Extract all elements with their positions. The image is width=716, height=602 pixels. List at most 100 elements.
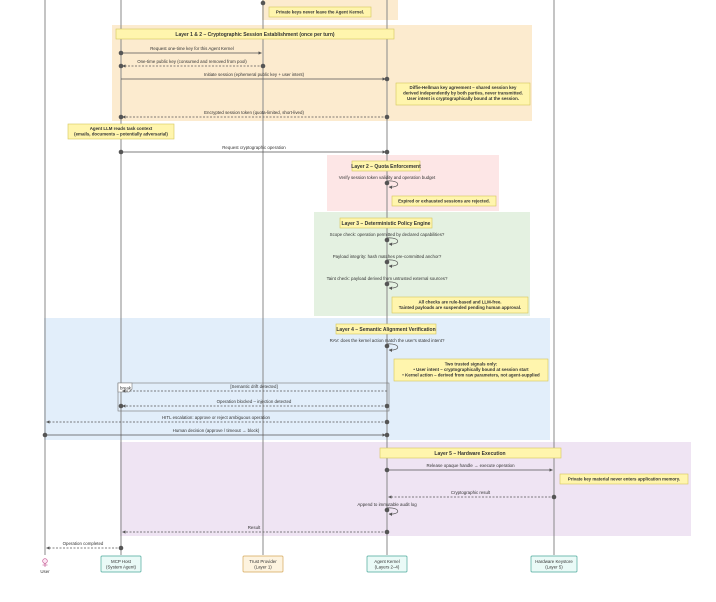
message-label: [Semantic drift detected] [230,384,277,389]
activation-dot [384,403,390,409]
message-label: Scope check: operation permitted by decl… [330,232,445,237]
message-13: HITL escalation: approve or reject ambig… [46,415,387,424]
note-checks-line-2: Tainted payloads are suspended pending h… [399,305,521,310]
message-label: Payload integrity: hash matches pre-comm… [333,254,442,259]
message-16: Cryptographic result [388,490,554,499]
message-12: Operation blocked – injection detected [122,399,387,408]
activation-dot [118,63,124,69]
activation-dot [260,0,266,6]
message-label: Operation completed [63,541,104,546]
layer-2-title-box [351,160,421,172]
message-label: Append to immutable audit log [357,502,417,507]
activation-dot [384,149,390,155]
activation-dot [384,76,390,82]
break-label: break [120,386,132,391]
message-label: RAV: does the kernel action match the us… [330,338,445,343]
participant-host-line-2: (System Agent) [106,565,137,570]
note-quota [391,195,497,207]
user-head-icon [42,558,48,564]
participant-trust-line-2: (Layer 1) [254,565,272,570]
note-checks-line-1: All checks are rule-based and LLM-free. [419,300,502,305]
message-5: Request cryptographic operation [121,145,386,154]
message-17: Append to immutable audit log [357,502,417,517]
note-dh-line-1: Diffie-Hellman key agreement – shared se… [410,85,517,90]
message-label: HITL escalation: approve or reject ambig… [162,415,271,420]
message-label: One-time public key (consumed and remove… [137,59,247,64]
note-agent-llm-line-2: (emails, documents – potentially adversa… [74,132,168,137]
layer-1-2-title-box [115,28,395,40]
message-18: Result [122,525,387,534]
activation-dot [42,432,48,438]
activation-dot [118,545,124,551]
message-19: Operation completed [46,541,121,550]
participant-kernel-line-2: (Layers 2–4) [375,565,400,570]
layer-3-title: Layer 3 – Deterministic Policy Engine [342,221,431,227]
message-15: Release opaque handle → execute operatio… [387,463,553,472]
activation-dot [260,63,266,69]
activation-dot [118,149,124,155]
activation-dot [118,50,124,56]
message-4: Encrypted session token (quota-limited, … [122,110,387,119]
participant-trust-line-1: Trust Provider [249,559,277,564]
note-quota-text: Expired or exhausted sessions are reject… [398,199,490,204]
layer-5-title: Layer 5 – Hardware Execution [434,451,505,457]
message-label: Operation blocked – injection detected [217,399,292,404]
note-agent-llm [67,123,175,140]
message-7: Scope check: operation permitted by decl… [330,232,445,247]
activation-dot [384,529,390,535]
note-private-keys [268,6,372,18]
participant-trust-box [242,555,284,573]
layer-4-title-box [335,323,437,335]
participant-kernel-box [366,555,408,573]
note-signals-line-3: • Kernel action – derived from raw param… [402,373,540,378]
participant-user-label: User [40,569,50,574]
layer-5-title-box [379,447,562,459]
activation-dot [118,114,124,120]
message-label: Cryptographic result [451,490,491,495]
message-1: Request one-time key for this Agent Kern… [121,46,262,55]
note-checks [391,296,529,314]
participant-hw-box [530,555,578,573]
note-agent-llm-line-1: Agent LLM reads task context [90,126,153,131]
note-signals [393,358,549,382]
activation-dot [384,259,390,265]
participant-trust: Trust Provider (Layer 1) [242,555,284,573]
activation-dots [42,0,557,551]
message-3: Initiate session (ephemeral public key +… [121,72,386,81]
layer-1-2-box [112,25,532,121]
participant-hw-line-1: Hardware Keystore [535,559,573,564]
message-11: [Semantic drift detected] [122,384,387,393]
participant-hw: Hardware Keystore (Layer 5) [530,555,578,573]
layer-1-2-title: Layer 1 & 2 – Cryptographic Session Esta… [175,32,335,38]
activation-dot [118,403,124,409]
activation-dot [384,237,390,243]
note-signals-line-1: Two trusted signals only: [445,362,498,367]
participant-kernel: Agent Kernel (Layers 2–4) [366,555,408,573]
activation-dot [384,507,390,513]
activation-dot [384,467,390,473]
note-hw-text: Private key material never enters applic… [568,477,680,482]
note-private-keys-text: Private keys never leave the Agent Kerne… [276,10,364,15]
message-2: One-time public key (consumed and remove… [122,59,263,68]
self-message-arrow [386,237,399,247]
break-fragment [117,382,390,412]
participant-host-line-1: MCP Host [111,559,132,564]
layer-2-title: Layer 2 – Quota Enforcement [351,164,421,170]
self-message-arrow [386,281,399,291]
activation-dot [384,114,390,120]
break-tab [117,382,133,393]
message-label: Request cryptographic operation [222,145,286,150]
note-dh [395,82,531,106]
activation-dot [551,494,557,500]
message-label: Verify session token validity and operat… [339,175,436,180]
participant-hw-line-2: (Layer 5) [545,565,563,570]
activation-dot [384,419,390,425]
self-message-arrow [386,507,399,517]
activation-dot [384,281,390,287]
activation-dot [384,180,390,186]
messages: Request one-time key for this Agent Kern… [45,46,554,550]
note-dh-line-3: User intent is cryptographically bound a… [407,96,519,101]
note-dh-line-2: derived independently by both parties, n… [403,91,523,96]
